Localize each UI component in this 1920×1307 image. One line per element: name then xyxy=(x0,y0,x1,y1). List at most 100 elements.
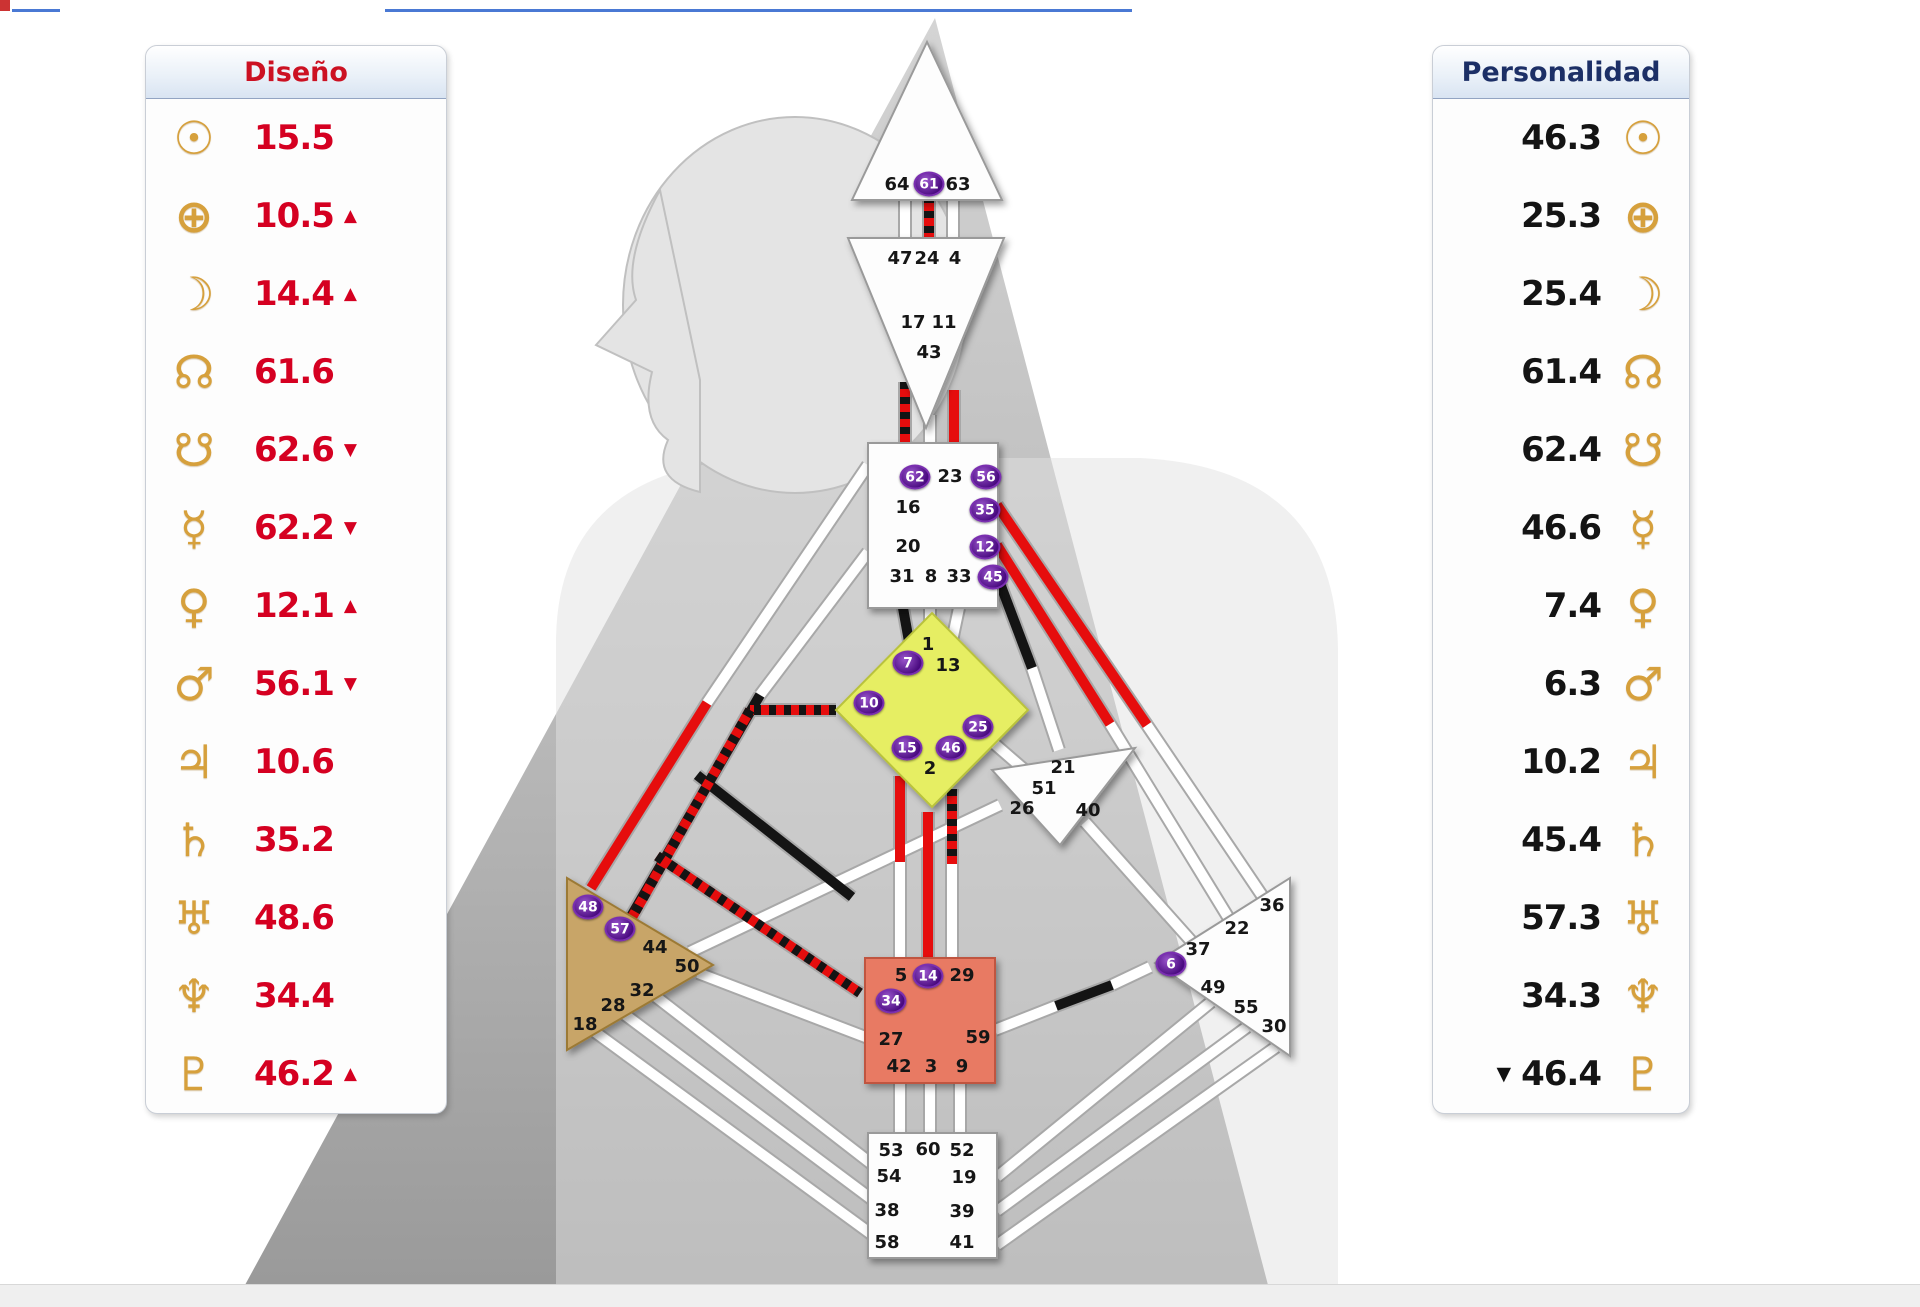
mercury-icon: ☿ xyxy=(1628,501,1658,555)
gate-62-activated: 62 xyxy=(899,464,931,490)
moon-icon: ☽ xyxy=(1622,267,1664,321)
neptune-value: 34.3 xyxy=(1521,976,1602,1016)
gate-46-activated: 46 xyxy=(935,735,967,761)
design-row-earth: ⊕10.5▲ xyxy=(146,177,446,255)
gate-4: 4 xyxy=(948,248,962,269)
gate-32: 32 xyxy=(629,980,655,1001)
north-node-icon: ☊ xyxy=(1622,345,1664,399)
venus-value: 7.4 xyxy=(1543,586,1602,626)
venus-value: 12.1 xyxy=(254,586,335,626)
gate-41: 41 xyxy=(949,1232,975,1253)
spleen-center xyxy=(566,876,715,1052)
gate-26: 26 xyxy=(1009,798,1035,819)
gate-43: 43 xyxy=(916,342,942,363)
gate-49: 49 xyxy=(1200,977,1226,998)
personality-row-north-node: 61.4☊ xyxy=(1433,333,1689,411)
gate-36: 36 xyxy=(1259,895,1285,916)
gate-33: 33 xyxy=(946,566,972,587)
gate-38: 38 xyxy=(874,1200,900,1221)
uranus-icon: ♅ xyxy=(1622,891,1664,945)
earth-value: 25.3 xyxy=(1521,196,1602,236)
pluto-arrow-icon: ▼ xyxy=(1496,1063,1512,1085)
earth-arrow-icon: ▲ xyxy=(343,206,357,226)
g-center xyxy=(834,611,1030,809)
neptune-value: 34.4 xyxy=(254,976,335,1016)
gate-52: 52 xyxy=(949,1140,975,1161)
design-row-saturn: ♄35.2 xyxy=(146,801,446,879)
sun-icon: ☉ xyxy=(1622,111,1664,165)
gate-50: 50 xyxy=(674,956,700,977)
gate-16: 16 xyxy=(895,497,921,518)
gate-11: 11 xyxy=(931,312,957,333)
gate-40: 40 xyxy=(1075,800,1101,821)
root-center xyxy=(867,1132,998,1259)
mars-value: 56.1 xyxy=(254,664,335,704)
south-node-icon: ☋ xyxy=(173,423,215,477)
gate-55: 55 xyxy=(1233,997,1259,1018)
earth-value: 10.5 xyxy=(254,196,335,236)
gate-57-activated: 57 xyxy=(604,916,636,942)
gate-48-activated: 48 xyxy=(572,894,604,920)
gate-8: 8 xyxy=(924,566,938,587)
personality-row-neptune: 34.3♆ xyxy=(1433,957,1689,1035)
gate-5: 5 xyxy=(894,965,908,986)
gate-23: 23 xyxy=(937,466,963,487)
design-row-north-node: ☊61.6 xyxy=(146,333,446,411)
gate-15-activated: 15 xyxy=(891,735,923,761)
gate-14-activated: 14 xyxy=(912,963,944,989)
heart-center xyxy=(990,746,1138,847)
gate-12-activated: 12 xyxy=(969,534,1001,560)
gate-60: 60 xyxy=(915,1139,941,1160)
gate-24: 24 xyxy=(914,248,940,269)
design-row-jupiter: ♃10.6 xyxy=(146,723,446,801)
mercury-value: 62.2 xyxy=(254,508,335,548)
gate-51: 51 xyxy=(1031,778,1057,799)
uranus-value: 48.6 xyxy=(254,898,335,938)
design-row-sun: ☉15.5 xyxy=(146,99,446,177)
venus-icon: ♀ xyxy=(177,579,211,633)
uranus-value: 57.3 xyxy=(1521,898,1602,938)
mars-value: 6.3 xyxy=(1543,664,1602,704)
mercury-value: 46.6 xyxy=(1521,508,1602,548)
mercury-arrow-icon: ▼ xyxy=(343,518,357,538)
personality-row-jupiter: 10.2♃ xyxy=(1433,723,1689,801)
moon-arrow-icon: ▲ xyxy=(343,284,357,304)
gate-39: 39 xyxy=(949,1201,975,1222)
design-panel: Diseño ☉15.5⊕10.5▲☽14.4▲☊61.6☋62.6▼☿62.2… xyxy=(145,45,447,1114)
pluto-value: 46.4 xyxy=(1521,1054,1602,1094)
gate-56-activated: 56 xyxy=(970,464,1002,490)
design-panel-rows: ☉15.5⊕10.5▲☽14.4▲☊61.6☋62.6▼☿62.2▼♀12.1▲… xyxy=(146,99,446,1113)
personality-panel-title: Personalidad xyxy=(1433,46,1689,99)
gate-30: 30 xyxy=(1261,1016,1287,1037)
pluto-arrow-icon: ▲ xyxy=(343,1064,357,1084)
personality-row-earth: 25.3⊕ xyxy=(1433,177,1689,255)
personality-row-moon: 25.4☽ xyxy=(1433,255,1689,333)
design-row-neptune: ♆34.4 xyxy=(146,957,446,1035)
gate-9: 9 xyxy=(955,1056,969,1077)
personality-panel-rows: 46.3☉25.3⊕25.4☽61.4☊62.4☋46.6☿7.4♀6.3♂10… xyxy=(1433,99,1689,1113)
design-row-moon: ☽14.4▲ xyxy=(146,255,446,333)
north-node-icon: ☊ xyxy=(173,345,215,399)
design-row-pluto: ♇46.2▲ xyxy=(146,1035,446,1113)
south-node-icon: ☋ xyxy=(1622,423,1664,477)
personality-row-venus: 7.4♀ xyxy=(1433,567,1689,645)
gate-45-activated: 45 xyxy=(977,564,1009,590)
solar-plexus-center xyxy=(1153,876,1291,1058)
moon-icon: ☽ xyxy=(173,267,215,321)
gate-31: 31 xyxy=(889,566,915,587)
mercury-icon: ☿ xyxy=(179,501,209,555)
sun-value: 46.3 xyxy=(1521,118,1602,158)
gate-28: 28 xyxy=(600,995,626,1016)
south-node-arrow-icon: ▼ xyxy=(343,440,357,460)
uranus-icon: ♅ xyxy=(173,891,215,945)
jupiter-icon: ♃ xyxy=(173,735,215,789)
design-row-uranus: ♅ 48.6 xyxy=(146,879,446,957)
gate-59: 59 xyxy=(965,1027,991,1048)
gate-10-activated: 10 xyxy=(853,690,885,716)
saturn-value: 35.2 xyxy=(254,820,335,860)
jupiter-icon: ♃ xyxy=(1622,735,1664,789)
gate-21: 21 xyxy=(1050,757,1076,778)
gate-20: 20 xyxy=(895,536,921,557)
